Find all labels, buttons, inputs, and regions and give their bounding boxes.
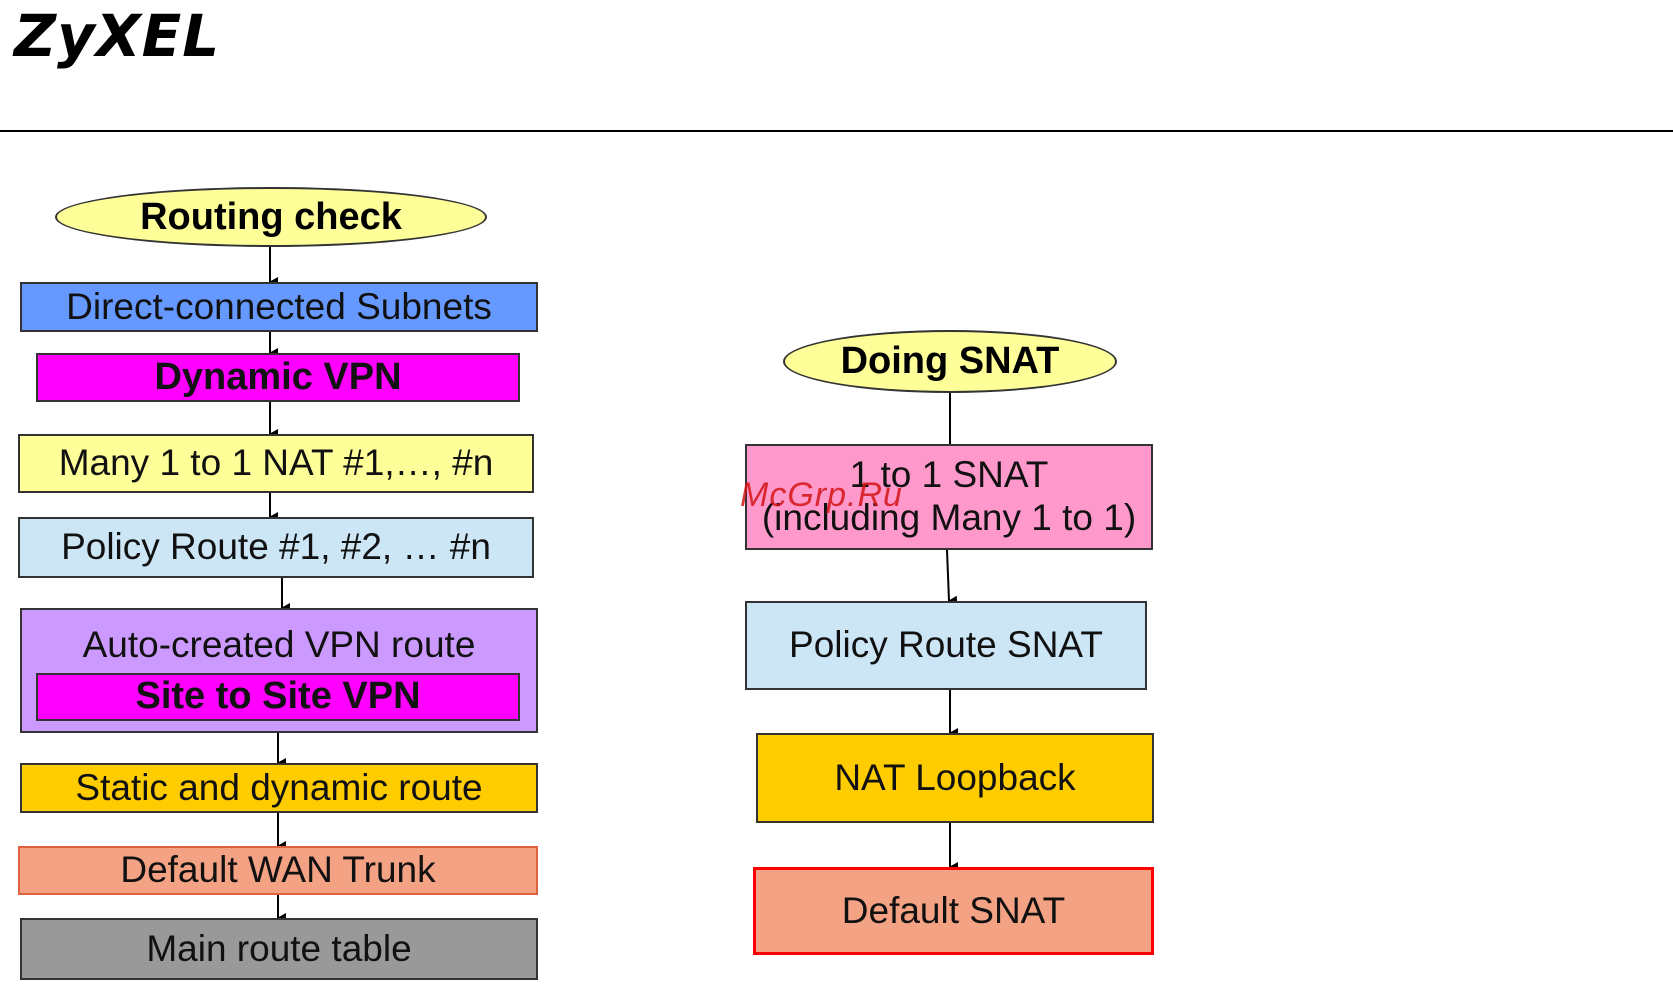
- step-policy-route: Policy Route #1, #2, … #n: [18, 517, 534, 578]
- step-default-snat: Default SNAT: [753, 867, 1154, 955]
- header-divider: [0, 130, 1673, 132]
- watermark-text: McGrp.Ru: [740, 476, 903, 514]
- step-main-route-table: Main route table: [20, 918, 538, 980]
- 1to1-snat-line2: (including Many 1 to 1): [761, 497, 1137, 538]
- routing-check-start: Routing check: [55, 187, 487, 247]
- step-many-1to1-nat: Many 1 to 1 NAT #1,…, #n: [18, 434, 534, 493]
- arrow-right-2: [946, 549, 958, 606]
- step-static-dynamic-route: Static and dynamic route: [20, 763, 538, 813]
- auto-created-vpn-route-label: Auto-created VPN route: [82, 624, 476, 665]
- step-1to1-snat: 1 to 1 SNAT (including Many 1 to 1): [745, 444, 1153, 550]
- doing-snat-start: Doing SNAT: [783, 330, 1117, 393]
- step-policy-route-snat: Policy Route SNAT: [745, 601, 1147, 690]
- zyxel-logo: ZyXEL: [14, 2, 221, 70]
- step-nat-loopback: NAT Loopback: [756, 733, 1154, 823]
- step-default-wan-trunk: Default WAN Trunk: [18, 846, 538, 895]
- step-direct-connected-subnets: Direct-connected Subnets: [20, 282, 538, 332]
- step-dynamic-vpn: Dynamic VPN: [36, 353, 520, 402]
- 1to1-snat-line1: 1 to 1 SNAT: [849, 454, 1049, 496]
- step-site-to-site-vpn: Site to Site VPN: [36, 673, 520, 721]
